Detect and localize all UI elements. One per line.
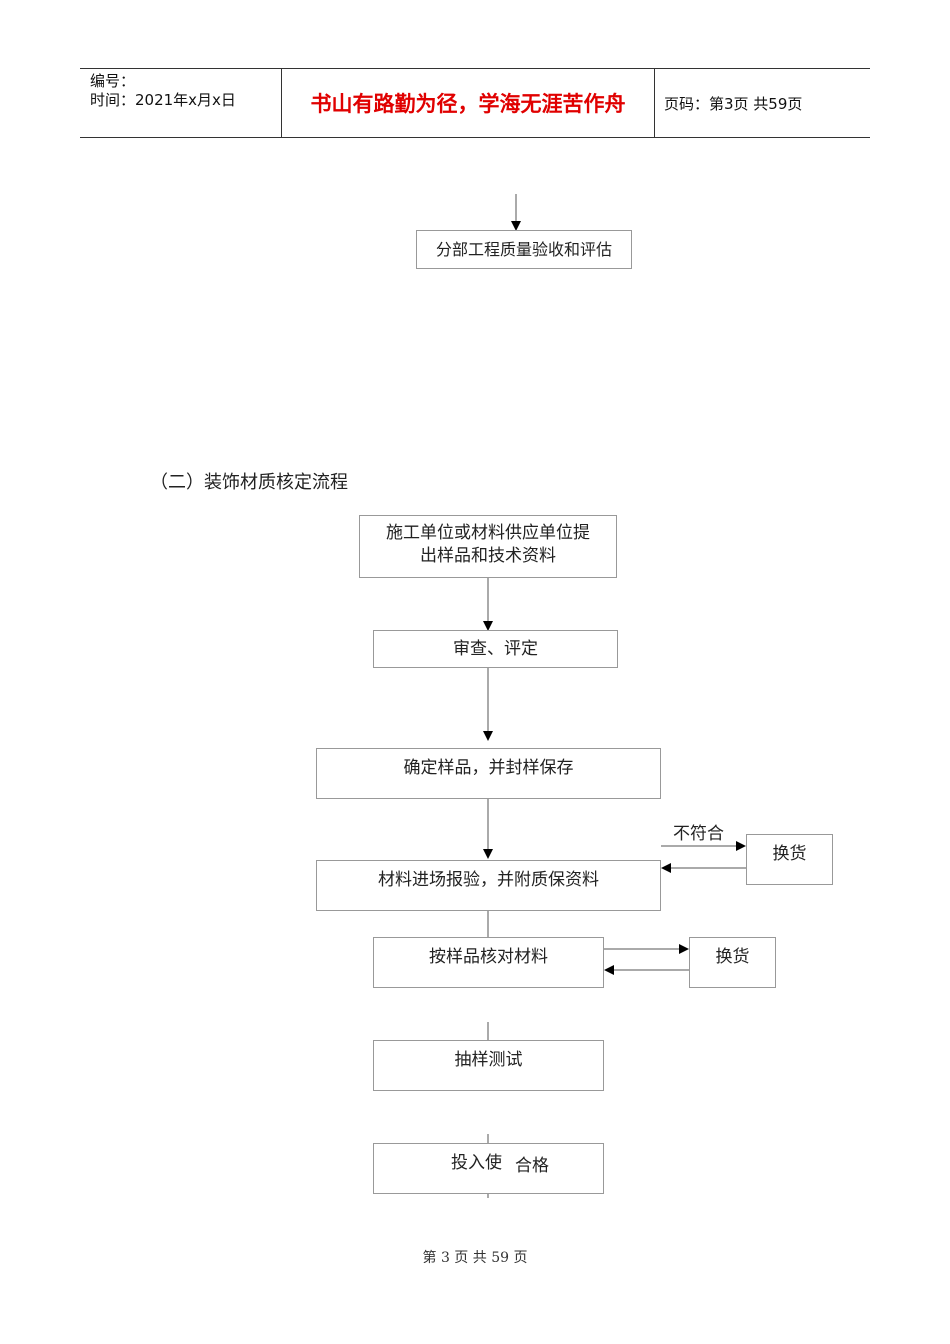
- time-label: 时间：2021年x月x日: [90, 91, 236, 109]
- replace-goods-box-1: 换货: [746, 834, 833, 885]
- put-into-use-box: 投入使 合格: [373, 1143, 604, 1194]
- sample-test-label: 抽样测试: [454, 1050, 523, 1070]
- header-divider: [654, 69, 655, 137]
- header-motto: 书山有路勤为径，学海无涯苦作舟: [310, 92, 626, 116]
- sample-test-box: 抽样测试: [373, 1040, 604, 1091]
- not-conform-label: 不符合: [673, 824, 724, 844]
- header-page-info: 页码：第3页 共59页: [664, 94, 803, 113]
- confirm-sample-box: 确定样品，并封样保存: [316, 748, 661, 799]
- replace-label-1: 换货: [772, 844, 807, 864]
- submit-samples-box: 施工单位或材料供应单位提 出样品和技术资料: [359, 515, 617, 578]
- top-flow-box-label: 分部工程质量验收和评估: [435, 240, 612, 259]
- replace-label-2: 换货: [715, 947, 750, 967]
- header-divider: [281, 69, 282, 137]
- page-footer: 第 3 页 共 59 页: [422, 1250, 528, 1266]
- arrival-label: 材料进场报验，并附质保资料: [378, 870, 599, 890]
- review-box: 审查、评定: [373, 630, 618, 668]
- review-label: 审查、评定: [453, 639, 538, 659]
- header-meta: 编号： 时间：2021年x月x日: [90, 72, 236, 110]
- check-material-box: 按样品核对材料: [373, 937, 604, 988]
- put-use-label: 投入使: [451, 1153, 502, 1173]
- top-flow-box: 分部工程质量验收和评估: [416, 230, 632, 269]
- confirm-label: 确定样品，并封样保存: [403, 758, 574, 778]
- document-header: 编号： 时间：2021年x月x日 书山有路勤为径，学海无涯苦作舟 页码：第3页 …: [80, 68, 870, 138]
- submit-line-2: 出样品和技术资料: [420, 546, 556, 566]
- check-label: 按样品核对材料: [429, 947, 548, 967]
- replace-goods-box-2: 换货: [689, 937, 776, 988]
- code-label: 编号：: [90, 72, 136, 90]
- submit-line-1: 施工单位或材料供应单位提: [386, 523, 590, 543]
- arrival-inspection-box: 材料进场报验，并附质保资料: [316, 860, 661, 911]
- section-title: （二）装饰材质核定流程: [150, 472, 348, 493]
- pass-label: 合格: [515, 1155, 549, 1177]
